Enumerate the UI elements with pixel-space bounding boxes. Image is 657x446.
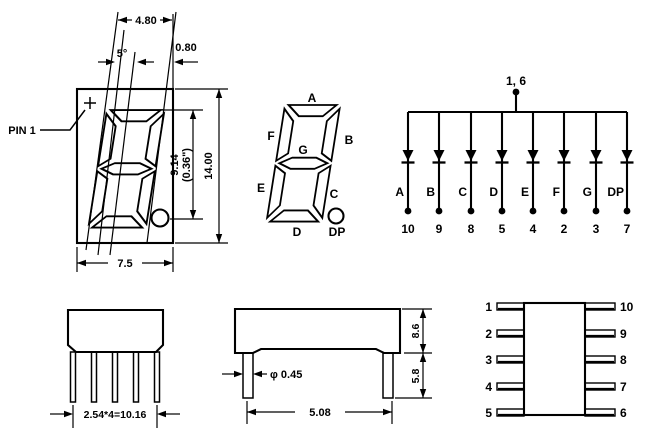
schematic-seg-d: D	[489, 185, 498, 199]
layout-pin-8: 8	[620, 353, 627, 367]
dim-inner-height-inch: (0.36")	[181, 148, 193, 182]
layout-pin-2: 2	[485, 327, 492, 341]
layout-left-pin-numbers: 1 2 3 4 5	[485, 300, 492, 420]
schematic-pin-3: 5	[499, 222, 506, 236]
dim-pin-diameter: φ 0.45	[222, 369, 302, 381]
construction-lines	[85, 11, 177, 256]
layout-pins	[496, 302, 616, 417]
segment-label-f: F	[267, 129, 274, 143]
dim-heights: 8.6 5.8	[395, 308, 432, 399]
layout-pin-9: 9	[620, 327, 627, 341]
schematic-pin-2: 8	[468, 222, 475, 236]
schematic-seg-f: F	[553, 185, 560, 199]
layout-pin-10: 10	[620, 300, 634, 314]
segment-digit	[265, 104, 342, 223]
layout-pin-7: 7	[620, 380, 627, 394]
dim-angle: 5°	[98, 48, 154, 66]
schematic-pin-4: 4	[530, 222, 537, 236]
dim-row-spacing-label: 5.08	[309, 407, 330, 419]
schematic-pin-numbers: 10 9 8 5 4 2 3 7	[401, 222, 630, 236]
layout-body-outline	[522, 301, 587, 417]
layout-pin-3: 3	[485, 353, 492, 367]
pin1-label: PIN 1	[8, 125, 36, 137]
edge-side-view: φ 0.45 5.08 8.6 5.8	[222, 307, 432, 424]
edge-pins	[242, 351, 394, 399]
schematic: 1, 6	[395, 74, 634, 236]
segment-dp-circle	[327, 207, 345, 225]
common-pins-label: 1, 6	[506, 74, 526, 88]
schematic-pin-0: 10	[401, 222, 415, 236]
layout-pin-5: 5	[485, 406, 492, 420]
edge-body-outline	[233, 307, 402, 355]
side-body-outline	[66, 308, 165, 354]
dim-inner-height-mm: 9.14	[169, 153, 181, 175]
segment-label-dp: DP	[329, 225, 346, 239]
schematic-seg-a: A	[395, 185, 404, 199]
dim-inner-height: 9.14 (0.36")	[150, 109, 203, 220]
segment-label-e: E	[257, 181, 265, 195]
dim-outer-height-label: 14.00	[203, 152, 215, 180]
layout-pin-4: 4	[485, 380, 492, 394]
diode-icon	[402, 150, 633, 161]
dim-angle-label: 5°	[117, 48, 128, 60]
schematic-seg-e: E	[521, 185, 529, 199]
front-view: PIN 1 4.80 0.80 5°	[8, 11, 228, 272]
schematic-seg-b: B	[426, 185, 435, 199]
dim-outer-height: 14.00	[175, 88, 228, 244]
dim-bottom-width-label: 7.5	[117, 258, 132, 270]
segment-label-g: G	[298, 143, 307, 157]
front-dp-circle	[150, 208, 170, 228]
schematic-pin-6: 3	[593, 222, 600, 236]
dim-body-height-label: 8.6	[410, 324, 422, 339]
segment-label-d: D	[293, 225, 302, 239]
front-side-view: 2.54*4=10.16	[50, 308, 180, 428]
dim-top-width-label: 4.80	[135, 15, 156, 27]
segment-label-a: A	[308, 91, 317, 105]
layout-pin-1: 1	[485, 300, 492, 314]
dim-pin-diameter-label: φ 0.45	[270, 369, 302, 381]
layout-pin-6: 6	[620, 406, 627, 420]
schematic-pin-1: 9	[436, 222, 443, 236]
layout-right-pin-numbers: 10 9 8 7 6	[620, 300, 634, 420]
pin-layout-view: 1 2 3 4 5 10 9 8 7 6	[485, 300, 633, 420]
schematic-pin-5: 2	[561, 222, 568, 236]
pin1-marker: PIN 1	[8, 97, 96, 137]
segment-label-b: B	[345, 133, 354, 147]
dim-top-width: 4.80	[118, 15, 172, 27]
dim-offset: 0.80	[174, 42, 198, 66]
pin-node-dot	[404, 207, 631, 215]
schematic-segment-labels: A B C D E F G DP	[395, 185, 624, 199]
dim-row-spacing: 5.08	[246, 401, 393, 424]
dim-bottom-width: 7.5	[76, 247, 174, 272]
segment-diagram: A F B G E C D DP	[257, 91, 354, 239]
dim-pin-pitch: 2.54*4=10.16	[50, 405, 180, 428]
schematic-seg-dp: DP	[607, 185, 624, 199]
segment-label-c: C	[330, 187, 339, 201]
schematic-pin-7: 7	[624, 222, 631, 236]
pin1-leader-line	[40, 109, 86, 131]
side-pins	[69, 351, 161, 403]
dim-pitch-label: 2.54*4=10.16	[84, 409, 147, 421]
dim-pin-length-label: 5.8	[410, 369, 422, 384]
schematic-seg-g: G	[583, 185, 592, 199]
schematic-seg-c: C	[458, 185, 467, 199]
dim-offset-label: 0.80	[175, 42, 196, 54]
diode-branches	[401, 112, 634, 215]
